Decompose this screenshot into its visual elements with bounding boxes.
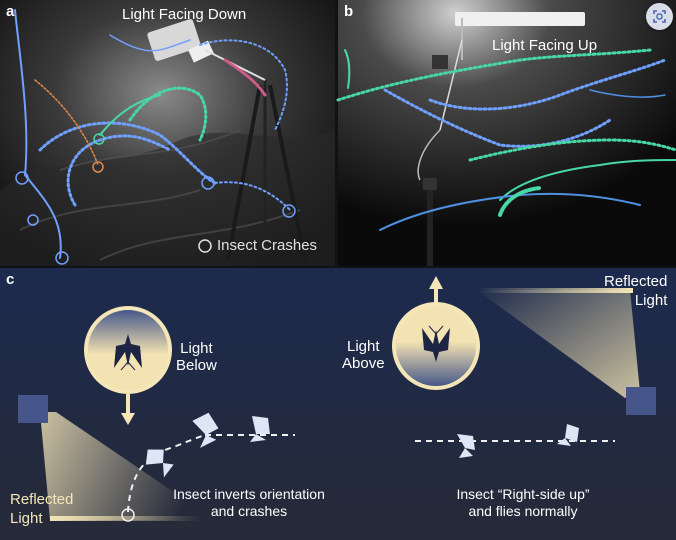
crash-flight-path [127, 434, 206, 513]
panel-a-letter: a [6, 3, 15, 20]
moth-inverted-icon [114, 334, 142, 371]
panel-a-flight-traces [14, 9, 296, 265]
panel-c-left-scene [18, 306, 295, 522]
moth-left-1 [145, 449, 174, 478]
crash-legend-marker [198, 239, 212, 253]
light-above-label: Light Above [342, 338, 385, 372]
panel-c-letter: c [6, 271, 15, 288]
right-caption: Insect “Right-side up” and flies normall… [456, 486, 590, 519]
reflected-light-right-label: Reflected Light [604, 273, 668, 309]
moth-upright-icon [422, 325, 450, 362]
panel-b-flight-traces [336, 48, 676, 231]
panel-b-title: Light Facing Up [492, 37, 598, 54]
moth-right-1 [457, 434, 475, 458]
panel-b-letter: b [344, 3, 354, 20]
left-caption: Insect inverts orientation and crashes [173, 486, 325, 519]
panel-a-title: Light Facing Down [122, 6, 247, 23]
panel-b-photo [338, 0, 676, 266]
panel-c-right-scene [392, 276, 656, 458]
light-below-label: Light Below [176, 340, 217, 374]
moth-left-3 [250, 416, 270, 442]
crash-legend-label: Insect Crashes [217, 237, 318, 254]
scan-icon[interactable] [646, 3, 673, 30]
panel-a-photo [0, 0, 335, 266]
moth-right-2 [557, 424, 579, 446]
moth-left-2 [192, 412, 219, 448]
reflected-light-left-label: Reflected Light [10, 491, 74, 527]
